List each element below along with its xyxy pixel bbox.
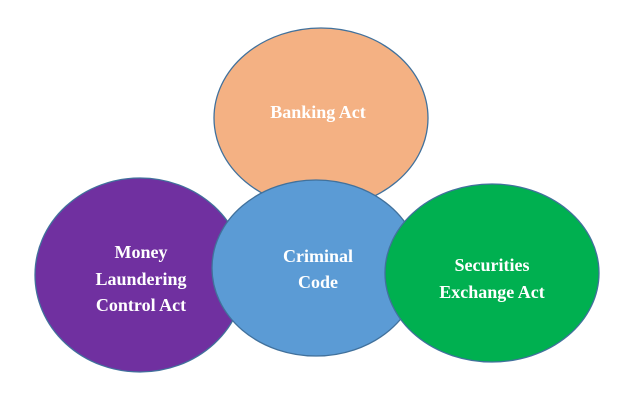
- criminal-code-label-line1: Criminal: [283, 246, 353, 266]
- securities-exchange-label-line2: Exchange Act: [439, 282, 545, 302]
- securities-exchange-label-line1: Securities: [455, 255, 530, 275]
- criminal-code-label-line2: Code: [298, 272, 338, 292]
- money-laundering-label-line3: Control Act: [96, 295, 186, 315]
- banking-act-label: Banking Act: [270, 102, 366, 122]
- money-laundering-label-line2: Laundering: [95, 269, 186, 289]
- money-laundering-label-line1: Money: [115, 242, 168, 262]
- securities-exchange-circle: [384, 183, 600, 363]
